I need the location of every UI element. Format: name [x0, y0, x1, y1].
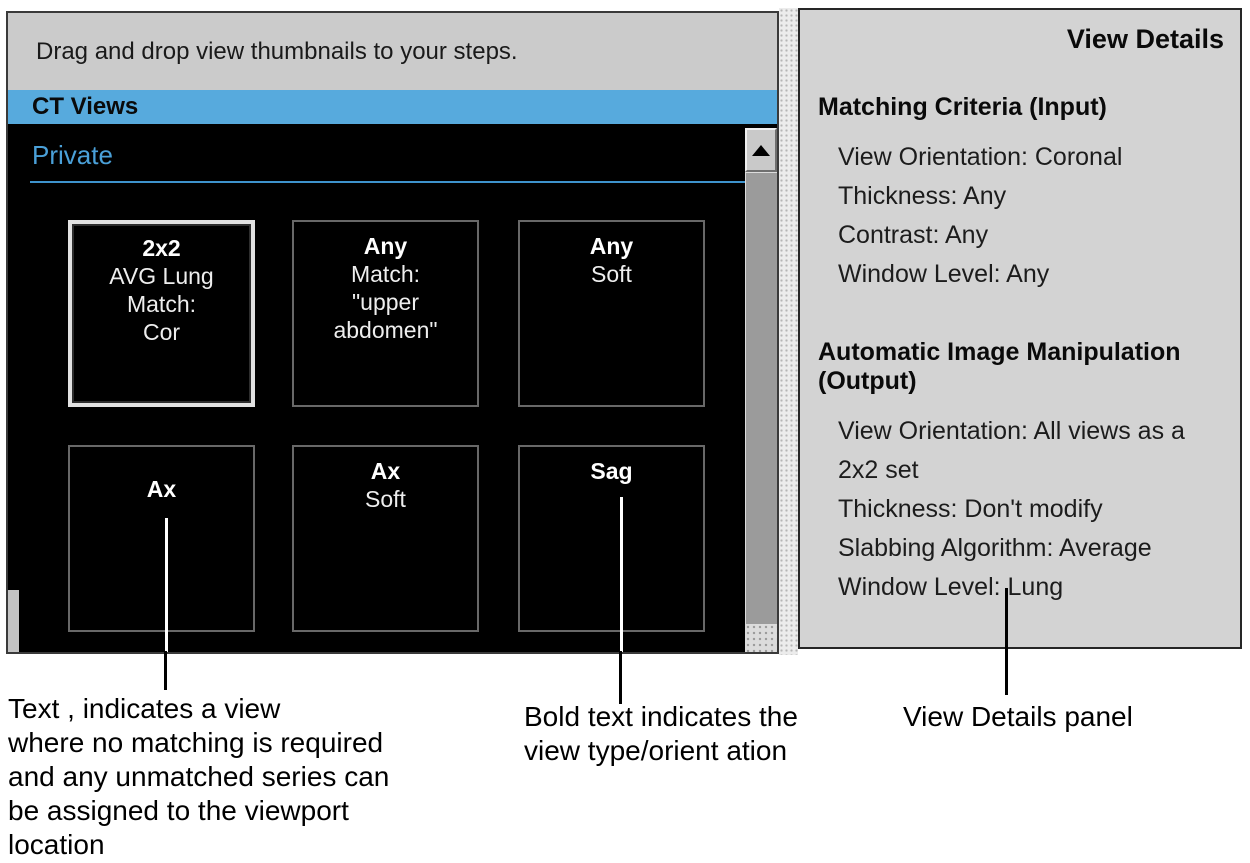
scrollbar-thumb[interactable] [745, 172, 777, 624]
vertical-scrollbar[interactable] [745, 124, 777, 652]
private-group-divider [30, 181, 746, 183]
ct-views-header-label: CT Views [32, 93, 139, 120]
scroll-up-button[interactable] [745, 128, 777, 172]
view-type-label: 2x2 [142, 235, 181, 261]
callout-line-sag-lower [619, 651, 622, 704]
view-thumbnail-sag[interactable]: Sag [518, 445, 705, 632]
view-details-panel: View Details Matching Criteria (Input) V… [798, 8, 1242, 649]
partial-scroll-element [8, 590, 19, 652]
matching-criteria-heading: Matching Criteria (Input) [818, 93, 1107, 121]
view-type-label: Any [363, 233, 408, 259]
view-thumbnail-2x2-avg-lung[interactable]: 2x2 AVG Lung Match: Cor [68, 220, 255, 407]
view-type-label: Ax [370, 458, 401, 484]
scrollbar-track[interactable] [745, 624, 777, 652]
callout-line-view-details [1005, 588, 1008, 695]
auto-image-manipulation-items: View Orientation: All views as a 2x2 set… [838, 417, 1185, 601]
annotation-bold-text: Bold text indicates the view type/orient… [524, 701, 798, 766]
annotation-view-details-panel: View Details panel [903, 701, 1133, 732]
view-thumbnail-ax[interactable]: Ax [68, 445, 255, 632]
view-type-label: Any [589, 233, 634, 259]
view-type-label: Sag [590, 458, 633, 484]
view-details-title: View Details [1066, 24, 1224, 54]
view-thumbnails-panel: Drag and drop view thumbnails to your st… [6, 11, 779, 654]
up-arrow-icon [752, 144, 770, 156]
ct-views-header[interactable]: CT Views [8, 90, 777, 124]
view-match-text: Match: "upper abdomen" [333, 261, 438, 343]
instruction-text: Drag and drop view thumbnails to your st… [36, 37, 518, 65]
callout-line-sag [620, 497, 623, 652]
private-group-label[interactable]: Private [32, 140, 113, 170]
view-match-text: Soft [365, 486, 406, 512]
view-match-text: Soft [591, 261, 632, 287]
view-thumbnail-any-soft[interactable]: Any Soft [518, 220, 705, 407]
view-thumbnail-ax-soft[interactable]: Ax Soft [292, 445, 479, 632]
auto-image-manipulation-heading: Automatic Image Manipulation (Output) [818, 338, 1181, 395]
matching-criteria-items: View Orientation: Coronal Thickness: Any… [838, 143, 1123, 288]
annotation-unmatched-view: Text , indicates a view where no matchin… [8, 693, 390, 860]
callout-line-ax-lower [164, 651, 167, 690]
panel-splitter [779, 8, 798, 655]
view-match-text: AVG Lung Match: Cor [109, 263, 214, 345]
thumbnail-list-area: Private 2x2 AVG Lung Match: Cor Any Matc… [8, 124, 777, 652]
view-type-label: Ax [146, 476, 177, 502]
view-thumbnail-any-upper-abdomen[interactable]: Any Match: "upper abdomen" [292, 220, 479, 407]
callout-line-ax [165, 518, 168, 652]
